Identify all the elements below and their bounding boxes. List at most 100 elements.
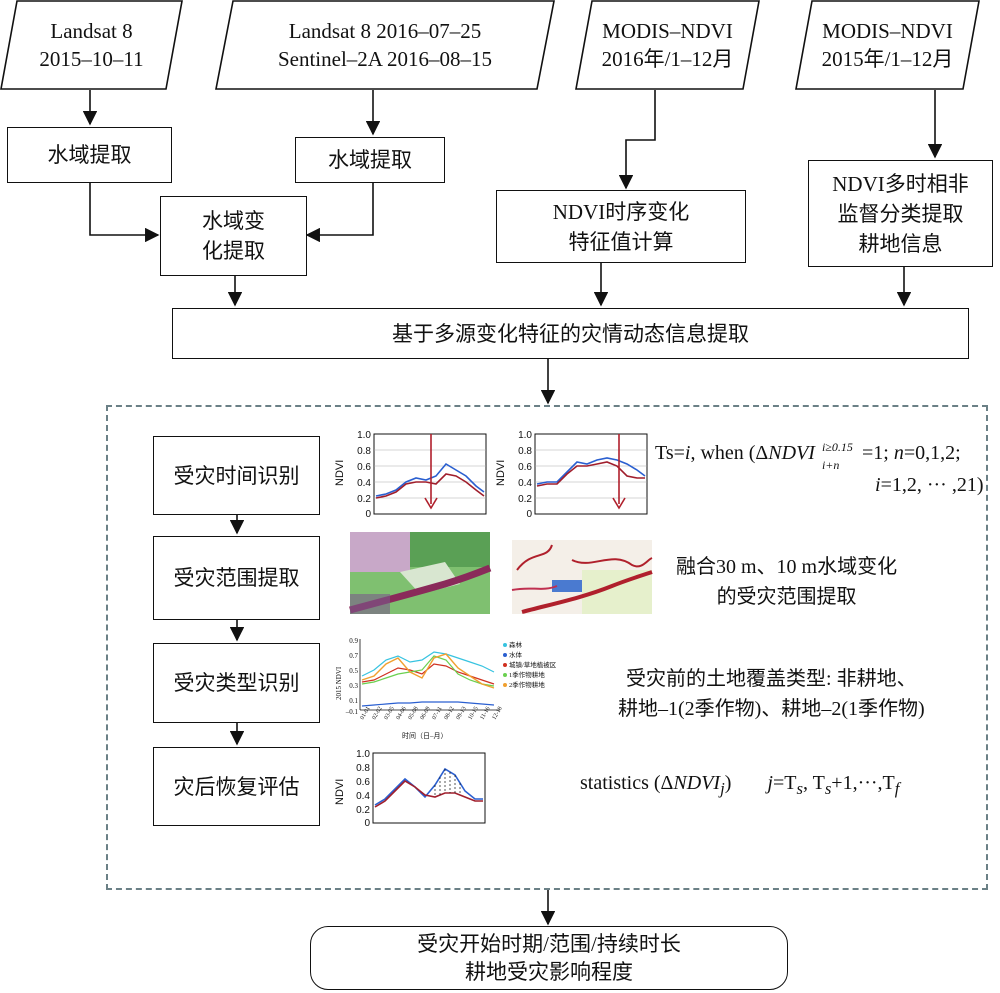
recovery-formula: statistics (ΔNDVIj)j=Ts, Ts+1,···,Tf — [580, 768, 899, 804]
arrow-water1-to-change — [89, 183, 160, 243]
chart3-series-water — [361, 701, 495, 707]
ndvi-unsupervised-line3: 耕地信息 — [858, 231, 943, 256]
landcover-ndvi-chart: 2015 NDVI 0.9 0.7 0.5 0.3 0.1 –0.1 01-01… — [335, 637, 557, 740]
input-landsat-sentinel-line1: Landsat 8 2016–07–25 — [288, 19, 482, 43]
formula-sup: i≥0.15 — [821, 440, 853, 454]
flood-extent-thumbnail — [511, 540, 653, 614]
ndvi-unsupervised-box: NDVI多时相非 监督分类提取 耕地信息 — [808, 160, 993, 267]
recovery-j: j — [720, 779, 725, 798]
formula-ndvi: NDVI — [768, 442, 815, 464]
formula-sub: i+n — [821, 458, 840, 472]
stage-type-label: 受灾类型识别 — [173, 671, 300, 695]
chart3-xtick-5: 05-08 — [408, 706, 420, 721]
chart1-ytick-6: 0 — [365, 509, 371, 520]
stage-recovery-label: 灾后恢复评估 — [173, 774, 300, 799]
recovery-g: f — [894, 779, 900, 798]
ndvi-unsupervised-line1: NDVI多时相非 — [832, 171, 969, 196]
chart2-series-red — [536, 461, 645, 487]
formula-i: i — [684, 442, 691, 464]
chart3-xtick-6: 06-09 — [420, 706, 432, 721]
chart3-series-forest — [361, 651, 495, 677]
water-change-line2: 化提取 — [202, 239, 265, 263]
chart3-ytick-6: –0.1 — [345, 708, 359, 716]
stage-box-extent: 受灾范围提取 — [153, 536, 320, 620]
stage-time-label: 受灾时间识别 — [173, 463, 300, 488]
time-formula-line2: i=1,2, ··· ,21) — [875, 470, 983, 500]
ndvi-unsupervised-line2: 监督分类提取 — [837, 201, 964, 226]
chart1-ytick-3: 0.6 — [357, 462, 371, 473]
formula-line2: =1,2, ··· ,21) — [880, 474, 984, 496]
stage-extent-label: 受灾范围提取 — [173, 566, 300, 590]
chart2-ytick-6: 0 — [526, 509, 532, 520]
input-landsat-sentinel-line2: Sentinel–2A 2016–08–15 — [277, 47, 493, 71]
chart1-ytick-5: 0.2 — [357, 494, 371, 505]
water-change-line1: 水域变 — [202, 209, 265, 233]
water-extract-2-label: 水域提取 — [328, 148, 412, 172]
chart3-xtick-11: 11-16 — [480, 706, 492, 721]
chart3-ylabel: 2015 NDVI — [335, 666, 343, 700]
chart3-xtick-8: 08-12 — [444, 706, 456, 721]
legend-crop1: 1季作物耕地 — [509, 670, 545, 679]
chart2-ytick-2: 0.8 — [518, 446, 532, 457]
chart3-xtick-2: 02-02 — [372, 706, 384, 721]
water-change-box: 水域变 化提取 — [160, 196, 307, 276]
recovery-ndvi-chart: NDVI 1.0 0.8 0.6 0.4 0.2 0 — [334, 749, 486, 829]
analysis-panel — [106, 405, 988, 890]
formula-when: , when (Δ — [690, 442, 769, 464]
chart4-ytick-3: 0.6 — [356, 777, 370, 788]
stage-box-recovery: 灾后恢复评估 — [153, 747, 320, 826]
recovery-b: ) — [724, 772, 732, 794]
chart1-ylabel: NDVI — [334, 460, 346, 486]
chart2-ylabel: NDVI — [495, 460, 507, 486]
recovery-f: +1,···,T — [831, 772, 895, 794]
ndvi-chart-2: NDVI 1.0 0.8 0.6 0.4 0.2 0 — [495, 430, 648, 520]
type-note-line1: 受灾前的土地覆盖类型: 非耕地、 — [626, 668, 917, 690]
recovery-d: =T — [772, 772, 797, 794]
stage-box-type: 受灾类型识别 — [153, 643, 320, 723]
chart2-series-blue — [536, 457, 646, 485]
chart3-ytick-4: 0.3 — [349, 682, 358, 690]
chart3-xtick-10: 10-15 — [468, 706, 480, 721]
formula-ts: Ts= — [655, 442, 685, 464]
chart3-ytick-2: 0.7 — [349, 652, 358, 660]
chart4-ytick-2: 0.8 — [356, 763, 370, 774]
chart3-ytick-3: 0.5 — [349, 667, 358, 675]
ndvi-timeseries-line1: NDVI时序变化 — [552, 199, 690, 224]
water-extract-box-2: 水域提取 — [295, 137, 445, 183]
chart4-ytick-4: 0.4 — [356, 791, 370, 802]
chart1-ytick-4: 0.4 — [357, 478, 371, 489]
recovery-s1: s — [796, 779, 803, 798]
input-modis-2015-line1: MODIS–NDVI — [822, 19, 953, 43]
type-note-line2: 耕地–1(2季作物)、耕地–2(1季作物) — [618, 698, 925, 720]
output-box: 受灾开始时期/范围/持续时长 耕地受灾影响程度 — [310, 926, 788, 990]
recovery-a: statistics (Δ — [580, 772, 674, 794]
chart1-series-blue — [375, 462, 485, 497]
chart4-series-red — [374, 779, 483, 808]
stage-box-time: 受灾时间识别 — [153, 436, 320, 515]
time-formula-line1: Ts=i, when (ΔNDVI i≥0.15 i+n =1; n=0,1,2… — [655, 438, 961, 472]
output-line2: 耕地受灾影响程度 — [465, 960, 633, 984]
satellite-image-thumbnail — [349, 532, 492, 614]
chart1-ytick-1: 1.0 — [357, 430, 371, 441]
input-landsat8-line2: 2015–10–11 — [39, 47, 144, 71]
recovery-c: j — [767, 772, 773, 794]
chart4-ylabel: NDVI — [334, 779, 346, 805]
legend-crop2: 2季作物耕地 — [509, 680, 545, 689]
water-extract-1-label: 水域提取 — [47, 143, 132, 167]
chart3-series-crop1 — [361, 655, 495, 687]
ndvi-chart-1: NDVI 1.0 0.8 0.6 0.4 0.2 0 — [334, 430, 487, 520]
chart2-ytick-4: 0.4 — [518, 478, 532, 489]
chart3-xlabel: 时间（日–月） — [402, 731, 448, 740]
output-line1: 受灾开始时期/范围/持续时长 — [417, 932, 681, 956]
ndvi-timeseries-box: NDVI时序变化 特征值计算 — [496, 190, 746, 263]
chart3-xtick-3: 03-05 — [384, 706, 396, 721]
formula-n: n — [893, 442, 904, 464]
legend-water: 水体 — [509, 650, 523, 659]
chart2-ytick-1: 1.0 — [518, 430, 532, 441]
recovery-s2: s — [824, 779, 832, 798]
formula-nvals: =0,1,2; — [903, 442, 961, 464]
chart3-xtick-7: 07-11 — [432, 706, 444, 721]
